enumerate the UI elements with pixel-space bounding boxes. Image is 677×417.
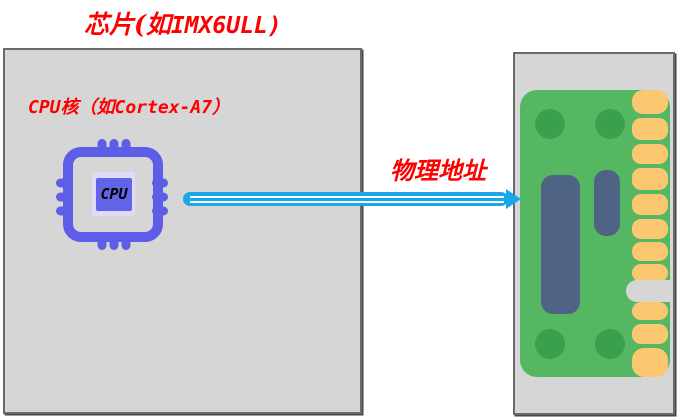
cpu-outline [63,147,163,242]
cpu-chip-text: CPU [100,185,128,203]
physical-address-label: 物理地址 [390,156,486,185]
chip-panel [3,48,362,414]
memory-module-icon [520,90,672,377]
cpu-die [96,178,132,211]
bus-pipe [183,192,508,206]
bus-arrow-head [506,189,521,209]
physical-address-bus-arrow-icon [183,189,521,209]
pcb-holes [535,109,625,359]
gold-fingers [632,90,668,377]
page-title-chip-name: IMX6ULL) [170,13,282,39]
cpu-chip-icon [56,139,168,250]
page-title-cjk: 芯片(如 [84,10,171,39]
ram-chips [541,170,620,314]
cpu-core-label: CPU核（如Cortex-A7） [28,97,231,118]
page-title: 芯片(如IMX6ULL) [84,5,282,41]
pcb-notch [626,280,672,302]
bus-pipe-highlights [190,196,504,203]
